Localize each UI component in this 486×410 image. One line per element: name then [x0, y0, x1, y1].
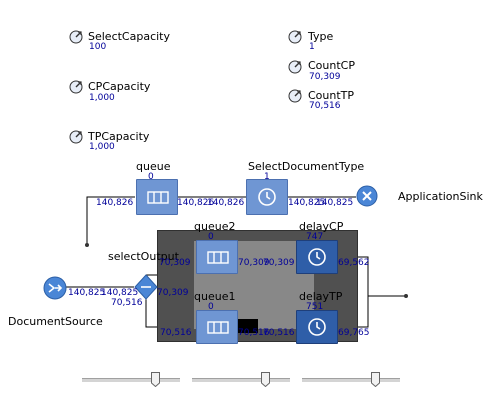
slider-track [302, 378, 400, 383]
parameter-value: 1 [309, 42, 315, 52]
parameter-value: 70,516 [309, 101, 341, 111]
parameter-icon [288, 89, 302, 103]
source-icon[interactable] [43, 276, 67, 300]
flow-count: 70,309 [157, 288, 189, 298]
block-label: SelectDocumentType [248, 160, 365, 173]
clock-icon [308, 248, 326, 266]
flow-count: 70,309 [159, 258, 191, 268]
flow-count: 140,825 [68, 288, 106, 298]
flow-count: 69,765 [338, 328, 370, 338]
flow-count: 70,516 [111, 298, 143, 308]
parameter-icon [69, 130, 83, 144]
parameter-value: 70,309 [309, 72, 341, 82]
parameter-name: CPCapacity [88, 80, 151, 93]
queue-icon [147, 191, 169, 204]
block-label: ApplicationSink [398, 190, 483, 203]
flow-count: 70,309 [263, 258, 295, 268]
parameter-value: 1,000 [89, 93, 115, 103]
parameter-name: TPCapacity [88, 130, 150, 143]
queue-icon [207, 251, 229, 264]
block-count: 0 [208, 302, 214, 312]
slider-track [82, 378, 180, 383]
block-label: DocumentSource [8, 315, 103, 328]
block-count: 0 [148, 172, 154, 182]
delay-tp-body[interactable] [296, 310, 338, 344]
block-count: 751 [306, 302, 324, 312]
slider-track [192, 378, 290, 383]
delay-cp-body[interactable] [296, 240, 338, 274]
slider-thumb[interactable] [151, 372, 160, 387]
flow-count: 140,826 [207, 198, 245, 208]
block-count: 1 [264, 172, 270, 182]
slider-thumb[interactable] [371, 372, 380, 387]
queue1-body[interactable] [196, 310, 238, 344]
parameter-icon [69, 80, 83, 94]
flow-count: 140,826 [177, 198, 215, 208]
flow-count: 70,516 [160, 328, 192, 338]
parameter-icon [69, 30, 83, 44]
clock-icon [308, 318, 326, 336]
parameter-value: 1,000 [89, 142, 115, 152]
flow-count: 69,562 [338, 258, 370, 268]
select-output-diamond-icon[interactable] [134, 274, 158, 300]
flow-count: 70,309 [238, 258, 270, 268]
parameter-name: CountCP [308, 59, 355, 72]
slider-3[interactable] [302, 372, 400, 392]
sink-x-icon[interactable] [356, 185, 378, 207]
block-label: queue2 [194, 220, 236, 233]
block-label: selectOutput [108, 250, 179, 263]
select-document-type-body[interactable] [246, 179, 288, 215]
block-label: delayTP [299, 290, 343, 303]
queue-body[interactable] [136, 179, 178, 215]
block-label: queue1 [194, 290, 236, 303]
block-label: queue [136, 160, 171, 173]
parameter-name: SelectCapacity [88, 30, 171, 43]
flow-count: 140,826 [96, 198, 134, 208]
parameter-value: 100 [89, 42, 107, 52]
flow-count: 140,825 [288, 198, 326, 208]
slider-2[interactable] [192, 372, 290, 392]
queue-icon [207, 321, 229, 334]
queue2-body[interactable] [196, 240, 238, 274]
slider-1[interactable] [82, 372, 180, 392]
parameter-name: Type [308, 30, 334, 43]
slider-thumb[interactable] [261, 372, 270, 387]
flow-count: 70,516 [263, 328, 295, 338]
block-count: 747 [306, 232, 324, 242]
clock-icon [258, 188, 276, 206]
parameter-icon [288, 60, 302, 74]
process-group-marker [238, 319, 258, 333]
flow-count: 140,825 [101, 288, 139, 298]
flow-count: 70,516 [238, 328, 270, 338]
parameter-name: CountTP [308, 89, 355, 102]
block-label: delayCP [299, 220, 344, 233]
flow-count: 140,825 [316, 198, 354, 208]
parameter-icon [288, 30, 302, 44]
block-count: 0 [208, 232, 214, 242]
